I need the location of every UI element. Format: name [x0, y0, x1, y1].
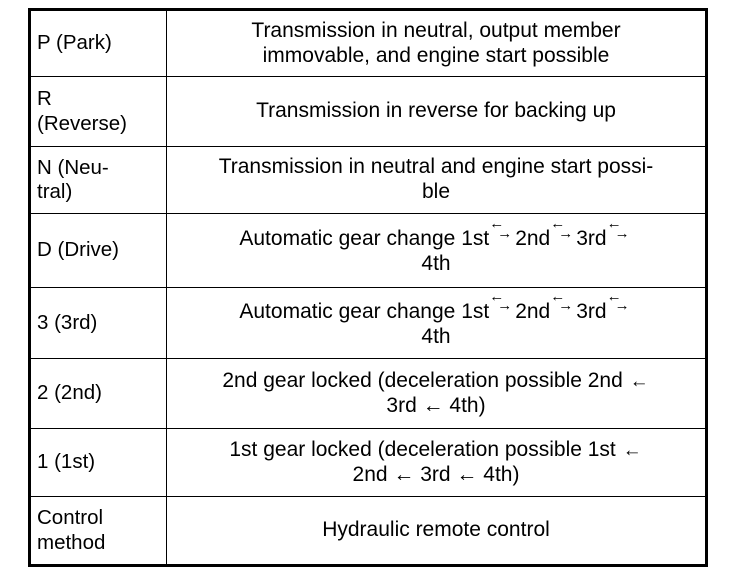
control-method-label-cell: Control method [29, 496, 167, 566]
gear-step: 2nd [515, 227, 551, 251]
arrow-left-icon: ← [550, 287, 566, 305]
gear-position-reverse: R (Reverse) [29, 76, 167, 147]
description-line: ble [421, 180, 451, 203]
gear-position-label: N (Neu- [37, 155, 109, 179]
description-line: 3rd ← 4th) [386, 393, 486, 417]
description-line: Hydraulic remote control [322, 518, 550, 542]
table-row: Control method Hydraulic remote control [29, 496, 707, 566]
gear-position-label: 3 (3rd) [37, 310, 98, 334]
gear-position-third: 3 (3rd) [29, 287, 167, 359]
gear-position-label: P (Park) [37, 31, 112, 55]
control-method-value-cell: Hydraulic remote control [166, 496, 707, 566]
gear-description-second: 2nd gear locked (deceleration possible 2… [166, 358, 707, 429]
table-row: 1 (1st) 1st gear locked (deceleration po… [29, 428, 707, 497]
gear-description-park: Transmission in neutral, output member i… [166, 9, 707, 77]
table-row: N (Neu- tral) Transmission in neutral an… [29, 146, 707, 214]
bidirectional-arrow-icon: ←→ [607, 216, 633, 245]
gear-position-park: P (Park) [29, 9, 167, 77]
arrow-right-icon: → [558, 224, 574, 242]
table-row: 3 (3rd) Automatic gear change 1st←→2nd←→… [29, 287, 707, 359]
gear-selector-table: P (Park) Transmission in neutral, output… [28, 8, 708, 567]
arrow-right-icon: → [497, 224, 513, 242]
gear-position-label: 2 (2nd) [37, 381, 102, 405]
arrow-right-icon: → [614, 224, 630, 242]
lock-text: 2nd gear locked (deceleration possible 2… [222, 368, 623, 392]
arrow-right-icon: → [497, 297, 513, 315]
gear-step: 3rd [576, 227, 607, 251]
control-method-label: method [37, 530, 106, 554]
arrow-left-icon: ← [550, 215, 566, 233]
description-line: 4th [421, 324, 451, 348]
gear-step: 2nd [515, 299, 551, 323]
arrow-left-icon: ← [606, 215, 622, 233]
bidirectional-arrow-icon: ←→ [550, 216, 576, 245]
control-method-label: Control [37, 506, 104, 530]
description-line: Transmission in neutral and engine start… [218, 155, 654, 179]
gear-step: 1st [461, 227, 490, 251]
arrow-left-icon: ← [622, 439, 642, 461]
gear-description-drive: Automatic gear change 1st←→2nd←→3rd←→ 4t… [166, 213, 707, 288]
table-row: 2 (2nd) 2nd gear locked (deceleration po… [29, 358, 707, 429]
gear-description-third: Automatic gear change 1st←→2nd←→3rd←→ 4t… [166, 287, 707, 359]
gear-table-body: P (Park) Transmission in neutral, output… [29, 9, 707, 566]
description-line: 1st gear locked (deceleration possible 1… [173, 438, 699, 463]
sequence-label: Automatic gear change [239, 227, 456, 251]
description-line: Automatic gear change 1st←→2nd←→3rd←→ [173, 216, 699, 252]
arrow-left-icon: ← [489, 215, 505, 233]
gear-position-label: R [37, 87, 52, 111]
table-row: P (Park) Transmission in neutral, output… [29, 9, 707, 77]
sequence-label: Automatic gear change [239, 299, 456, 323]
arrow-right-icon: → [558, 297, 574, 315]
table-row: R (Reverse) Transmission in reverse for … [29, 76, 707, 147]
gear-position-drive: D (Drive) [29, 213, 167, 288]
description-line: 2nd ← 3rd ← 4th) [352, 462, 520, 486]
arrow-left-icon: ← [606, 287, 622, 305]
description-line: Automatic gear change 1st←→2nd←→3rd←→ [173, 289, 699, 325]
gear-description-first: 1st gear locked (deceleration possible 1… [166, 428, 707, 497]
arrow-left-icon: ← [489, 287, 505, 305]
arrow-right-icon: → [614, 297, 630, 315]
gear-position-first: 1 (1st) [29, 428, 167, 497]
gear-position-label: tral) [37, 180, 73, 203]
description-line: Transmission in neutral, output member [251, 18, 621, 42]
gear-position-second: 2 (2nd) [29, 358, 167, 429]
gear-description-reverse: Transmission in reverse for backing up [166, 76, 707, 147]
gear-step: 3rd [576, 299, 607, 323]
description-line: Transmission in reverse for backing up [256, 99, 616, 123]
lock-text: 1st gear locked (deceleration possible 1… [229, 437, 616, 461]
gear-step: 1st [461, 299, 490, 323]
gear-position-label: D (Drive) [37, 238, 119, 262]
bidirectional-arrow-icon: ←→ [489, 216, 515, 245]
bidirectional-arrow-icon: ←→ [607, 289, 633, 318]
description-line: 4th [421, 252, 451, 275]
gear-position-label: (Reverse) [37, 111, 127, 135]
bidirectional-arrow-icon: ←→ [489, 289, 515, 318]
description-line: immovable, and engine start possible [262, 43, 610, 67]
arrow-left-icon: ← [629, 370, 649, 392]
description-line: 2nd gear locked (deceleration possible 2… [173, 369, 699, 394]
gear-description-neutral: Transmission in neutral and engine start… [166, 146, 707, 214]
gear-position-label: 1 (1st) [37, 450, 96, 474]
table-row: D (Drive) Automatic gear change 1st←→2nd… [29, 213, 707, 288]
gear-position-neutral: N (Neu- tral) [29, 146, 167, 214]
bidirectional-arrow-icon: ←→ [550, 289, 576, 318]
